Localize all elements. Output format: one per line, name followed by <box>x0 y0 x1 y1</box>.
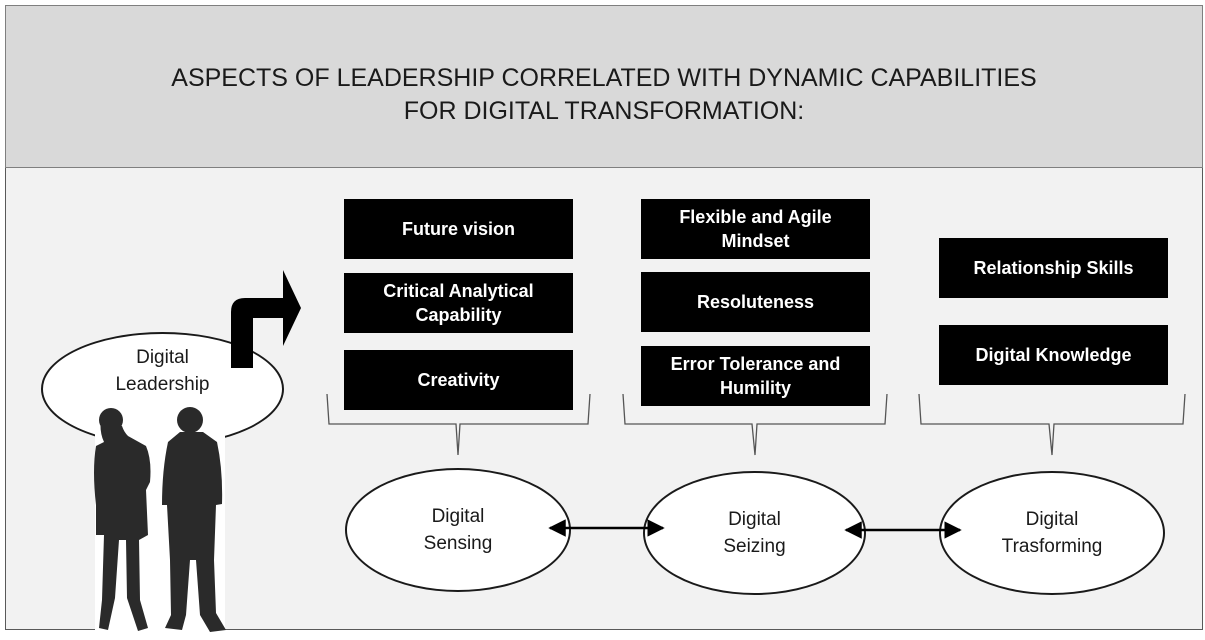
trait-label-line-2: Mindset <box>721 231 790 251</box>
capability-label-line-1: Digital <box>431 506 485 527</box>
title-banner: ASPECTS OF LEADERSHIP CORRELATED WITH DY… <box>5 5 1203 168</box>
diagram-title-line-1: ASPECTS OF LEADERSHIP CORRELATED WITH DY… <box>171 64 1037 92</box>
digital-leadership-label-line-2: Leadership <box>115 374 210 395</box>
capability-label-line-2: Trasforming <box>1001 536 1103 557</box>
trait-label: Relationship Skills <box>973 258 1134 278</box>
capability-label-line-1: Digital <box>728 509 781 530</box>
trait-box-digital-knowledge: Digital Knowledge <box>939 325 1168 385</box>
trait-label: Flexible and Agile <box>679 207 832 227</box>
trait-label: Resoluteness <box>696 292 815 312</box>
trait-box-future-vision: Future vision <box>344 199 573 259</box>
trait-label-line-2: Humility <box>719 378 791 398</box>
diagram-title-line-2: FOR DIGITAL TRANSFORMATION: <box>403 97 805 125</box>
trait-box-resoluteness: Resoluteness <box>641 272 870 332</box>
trait-label: Creativity <box>417 370 500 390</box>
capability-label-line-1: Digital <box>1025 509 1079 530</box>
trait-box-creativity: Creativity <box>344 350 573 410</box>
digital-leadership-node: Digital Leadership <box>41 332 284 446</box>
diagram-title: ASPECTS OF LEADERSHIP CORRELATED WITH DY… <box>6 62 1202 128</box>
capability-label-line-2: Sensing <box>423 533 493 554</box>
digital-leadership-label-line-1: Digital <box>136 347 189 368</box>
trait-label: Digital Knowledge <box>975 345 1132 365</box>
trait-label: Critical Analytical <box>383 281 534 301</box>
capability-label-line-2: Seizing <box>723 536 786 557</box>
trait-label: Future vision <box>401 219 515 239</box>
trait-box-relationship-skills: Relationship Skills <box>939 238 1168 298</box>
trait-label: Error Tolerance and <box>670 354 841 374</box>
trait-label-line-2: Capability <box>415 305 502 325</box>
